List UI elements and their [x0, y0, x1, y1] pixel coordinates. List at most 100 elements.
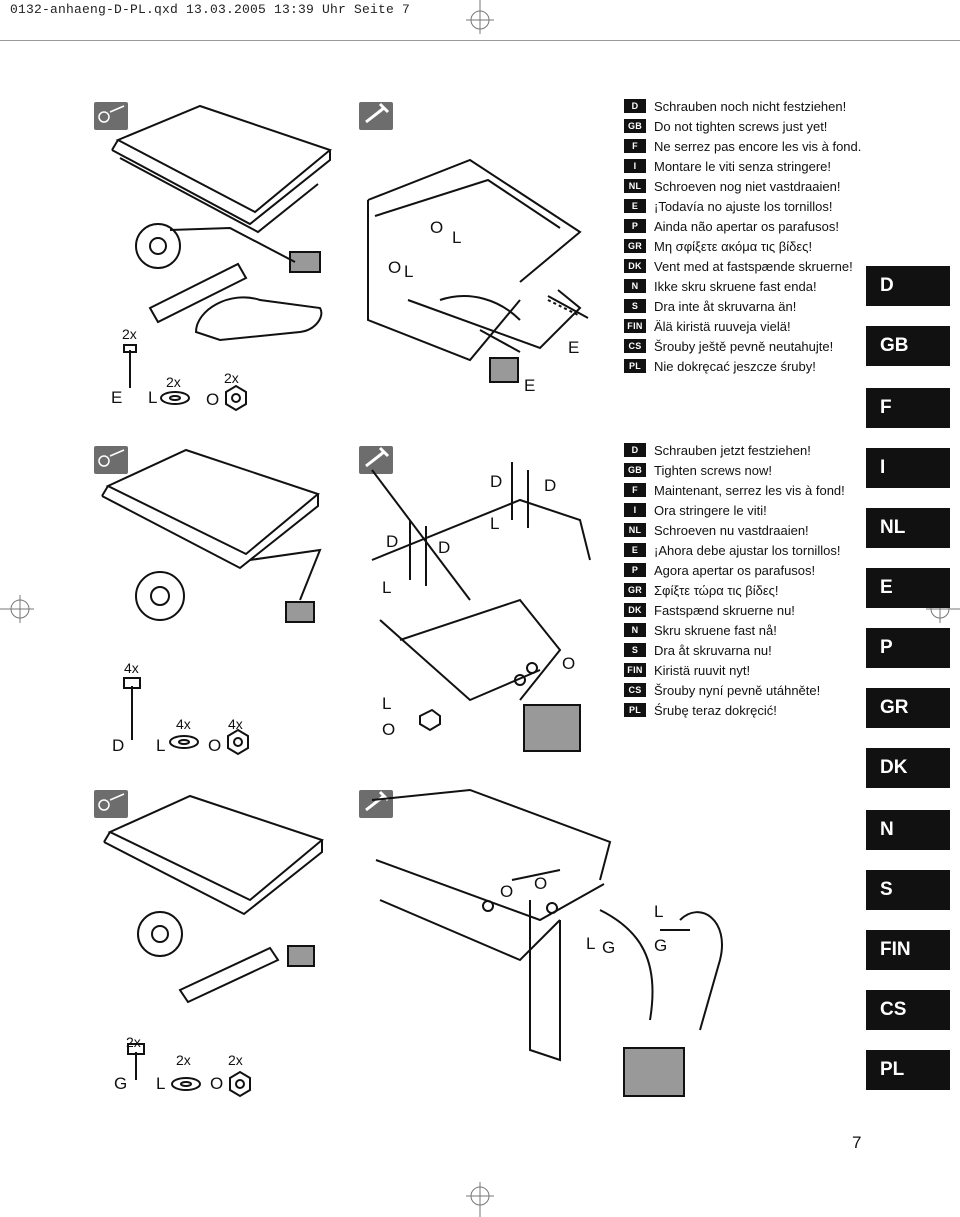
part-l-label: L — [156, 736, 166, 755]
language-badge: DK — [624, 603, 646, 617]
instruction-text: Kiristä ruuvit nyt! — [654, 662, 751, 678]
language-tab-i: I — [866, 448, 950, 488]
language-tab-s: S — [866, 870, 950, 910]
callout-d: D — [544, 476, 557, 495]
instruction-text: Nie dokręcać jeszcze śruby! — [654, 358, 816, 374]
instruction-text: Ikke skru skruene fast enda! — [654, 278, 817, 294]
language-badge: DK — [624, 259, 646, 273]
language-badge: D — [624, 99, 646, 113]
instruction-row: GR Μη σφίξετε ακόμα τις βίδες! — [624, 236, 861, 256]
instruction-text: Μη σφίξετε ακόμα τις βίδες! — [654, 238, 813, 254]
callout-o: O — [382, 720, 396, 739]
callout-l: L — [382, 578, 392, 597]
callout-l: L — [452, 228, 462, 247]
instruction-row: NL Schroeven nog niet vastdraaien! — [624, 176, 861, 196]
part-g-label: G — [114, 1074, 128, 1093]
callout-e: E — [568, 338, 580, 357]
instruction-text: Schroeven nog niet vastdraaien! — [654, 178, 841, 194]
language-tab-p: P — [866, 628, 950, 668]
callout-l: L — [586, 934, 596, 953]
instruction-text: Dra åt skruvarna nu! — [654, 642, 772, 658]
language-tab-gb: GB — [866, 326, 950, 366]
instruction-row: E ¡Ahora debe ajustar los tornillos! — [624, 540, 845, 560]
part-o-label: O — [210, 1074, 224, 1093]
instruction-row: DK Fastspænd skruerne nu! — [624, 600, 845, 620]
language-badge: E — [624, 199, 646, 213]
callout-d: D — [490, 472, 503, 491]
language-badge: FIN — [624, 319, 646, 333]
callout-o: O — [562, 654, 576, 673]
instruction-text: Śrubę teraz dokręcić! — [654, 702, 777, 718]
instruction-row: I Ora stringere le viti! — [624, 500, 845, 520]
language-tab-cs: CS — [866, 990, 950, 1030]
instruction-text: Montare le viti senza stringere! — [654, 158, 832, 174]
instruction-text: Tighten screws now! — [654, 462, 773, 478]
instruction-text: Ora stringere le viti! — [654, 502, 767, 518]
language-badge: GR — [624, 239, 646, 253]
language-badge: F — [624, 483, 646, 497]
language-tab-gr: GR — [866, 688, 950, 728]
instruction-row: F Maintenant, serrez les vis à fond! — [624, 480, 845, 500]
instruction-text: Maintenant, serrez les vis à fond! — [654, 482, 845, 498]
callout-l: L — [382, 694, 392, 713]
instruction-row: PL Nie dokręcać jeszcze śruby! — [624, 356, 861, 376]
instruction-row: E¡Todavía no ajuste los tornillos! — [624, 196, 861, 216]
callout-o: O — [534, 874, 548, 893]
instruction-row: GB Do not tighten screws just yet! — [624, 116, 861, 136]
instruction-row: DK Vent med at fastspænde skruerne! — [624, 256, 861, 276]
callout-l: L — [404, 262, 414, 281]
part-d-qty: 4x — [124, 660, 139, 676]
callout-l: L — [490, 514, 500, 533]
part-l-label: L — [148, 388, 158, 407]
language-badge: E — [624, 543, 646, 557]
language-badge: S — [624, 299, 646, 313]
language-tab-fin: FIN — [866, 930, 950, 970]
language-tab-f: F — [866, 388, 950, 428]
crop-line — [0, 40, 960, 41]
part-o-qty: 2x — [224, 370, 239, 386]
file-header: 0132-anhaeng-D-PL.qxd 13.03.2005 13:39 U… — [10, 2, 411, 17]
instruction-text: Do not tighten screws just yet! — [654, 118, 828, 134]
language-tab-dk: DK — [866, 748, 950, 788]
language-badge: I — [624, 503, 646, 517]
part-d-label: D — [112, 736, 125, 755]
instruction-text: ¡Ahora debe ajustar los tornillos! — [654, 542, 841, 558]
callout-d: D — [438, 538, 451, 557]
language-badge: P — [624, 563, 646, 577]
callout-g: G — [654, 936, 668, 955]
callout-d: D — [386, 532, 399, 551]
part-l-qty: 2x — [176, 1052, 191, 1068]
instruction-text: Vent med at fastspænde skruerne! — [654, 258, 853, 274]
instruction-text: Ainda não apertar os parafusos! — [654, 218, 840, 234]
language-badge: PL — [624, 359, 646, 373]
language-tab-nl: NL — [866, 508, 950, 548]
instruction-text: Fastspænd skruerne nu! — [654, 602, 795, 618]
instruction-text: Σφίξτε τώρα τις βίδες! — [654, 582, 779, 598]
language-badge: N — [624, 623, 646, 637]
part-o-label: O — [206, 390, 220, 409]
instruction-text: Ne serrez pas encore les vis à fond. — [654, 138, 862, 154]
language-badge: NL — [624, 179, 646, 193]
callout-e: E — [524, 376, 536, 395]
part-l-qty: 2x — [166, 374, 181, 390]
language-badge: F — [624, 139, 646, 153]
language-badge: NL — [624, 523, 646, 537]
language-badge: GB — [624, 119, 646, 133]
